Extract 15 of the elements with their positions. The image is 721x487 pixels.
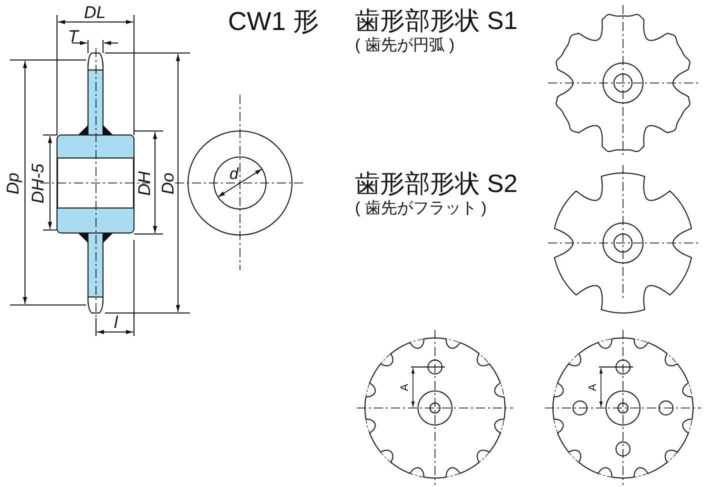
section-subheading: ( 歯先がフラット ) [355, 201, 487, 217]
dimension-label: DH [135, 170, 152, 196]
section-subheading: ( 歯先が円弧 ) [355, 38, 455, 54]
dimension-label: A [400, 383, 411, 391]
dimension-label: A [588, 383, 599, 391]
dimension-label: DH-5 [29, 163, 46, 203]
dimension-label: DL [84, 4, 106, 20]
section-heading: 歯形部形状 S2 [355, 172, 518, 197]
heading: CW1 形 [228, 8, 319, 34]
section-heading: 歯形部形状 S1 [355, 9, 518, 34]
dimension-label: l [114, 314, 118, 330]
dimension-label: T [68, 28, 78, 44]
dimension-label: Dp [4, 172, 22, 194]
dimension-label: Do [159, 172, 176, 194]
dimension-label: d [230, 167, 238, 183]
